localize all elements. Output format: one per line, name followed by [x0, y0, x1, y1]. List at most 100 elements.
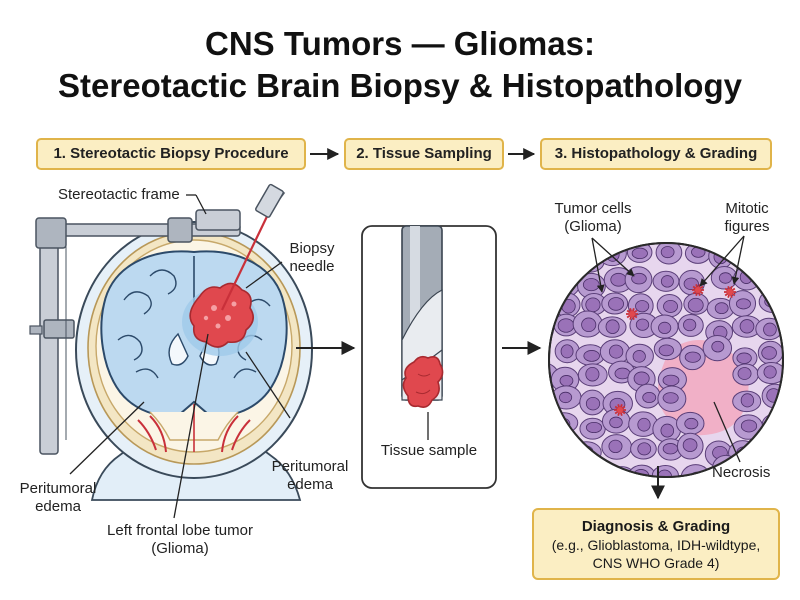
diagnosis-heading: Diagnosis & Grading: [581, 518, 731, 535]
cell-nucleus: [633, 371, 650, 386]
leader-lines-panel-3: [591, 235, 745, 463]
tumor-cell: [549, 243, 554, 264]
cell-nucleus: [605, 319, 620, 335]
cell-nucleus: [740, 419, 758, 433]
cell-nucleus: [532, 274, 548, 287]
label-tissue-sample: Tissue sample: [380, 442, 478, 459]
cell-nucleus: [763, 322, 777, 337]
label-tumor-cells: Tumor cells(Glioma): [554, 200, 632, 235]
mitotic-figure: [692, 284, 704, 296]
page-title-line-1: CNS Tumors — Gliomas:: [205, 25, 595, 62]
cell-nucleus: [762, 247, 778, 262]
cell-nucleus: [765, 275, 780, 287]
tissue-sample-core: [402, 355, 444, 408]
cell-nucleus: [637, 442, 652, 456]
tumor-cell: [735, 246, 763, 270]
cell-nucleus: [531, 245, 546, 258]
page-title-line-2: Stereotactic Brain Biopsy & Histopatholo…: [58, 67, 742, 104]
diagnosis-grading-box: Diagnosis & Grading (e.g., Glioblastoma,…: [532, 508, 780, 580]
cell-nucleus: [635, 318, 650, 331]
tumor-cell: [550, 456, 580, 477]
tumor-mass: [189, 282, 254, 348]
cell-nucleus: [658, 344, 674, 357]
cell-nucleus: [577, 445, 594, 457]
step-3-label: 3. Histopathology & Grading: [540, 138, 772, 170]
cell-nucleus: [660, 275, 674, 288]
label-left-frontal-tumor: Left frontal lobe tumor(Glioma): [107, 522, 253, 557]
biopsy-needle: [221, 183, 286, 311]
cell-nucleus: [662, 374, 680, 386]
cell-nucleus: [631, 247, 648, 260]
tumor-cell: [549, 440, 551, 464]
cell-nucleus: [682, 438, 698, 453]
cell-nucleus: [557, 318, 575, 333]
cell-nucleus: [585, 366, 600, 382]
cell-nucleus: [583, 350, 600, 362]
cell-nucleus: [741, 253, 755, 266]
tumor-cell: [755, 441, 783, 465]
tumor-cell: [549, 341, 550, 364]
cell-nucleus: [608, 297, 625, 311]
cell-nucleus: [585, 396, 601, 411]
mitotic-figure: [626, 308, 638, 320]
tumor-cell: [549, 388, 551, 414]
cell-nucleus: [631, 272, 647, 285]
cell-nucleus: [663, 299, 678, 313]
cell-nucleus: [662, 392, 679, 404]
cell-nucleus: [585, 421, 603, 434]
cell-nucleus: [740, 393, 755, 408]
tumor-cell: [550, 433, 579, 458]
tumor-cell: [549, 413, 555, 437]
cell-nucleus: [533, 419, 545, 430]
cell-nucleus: [736, 352, 752, 364]
cell-nucleus: [581, 255, 598, 268]
cell-nucleus: [578, 466, 595, 477]
cell-nucleus: [581, 317, 597, 333]
cell-nucleus: [684, 351, 701, 363]
label-stereotactic-frame: Stereotactic frame: [58, 186, 180, 203]
cell-nucleus: [761, 346, 777, 360]
cell-nucleus: [660, 423, 675, 438]
tumor-cell: [573, 462, 600, 477]
tumor-cell: [757, 270, 783, 293]
tumor-cell: [550, 249, 576, 274]
cell-nucleus: [531, 396, 545, 408]
cell-nucleus: [683, 318, 697, 332]
stereotactic-frame: [29, 209, 241, 455]
cell-nucleus: [739, 319, 755, 334]
cell-nucleus: [529, 301, 542, 312]
cell-nucleus: [556, 439, 573, 455]
cell-nucleus: [549, 460, 551, 474]
cell-nucleus: [608, 439, 623, 454]
cell-nucleus: [637, 417, 651, 432]
cell-nucleus: [660, 227, 674, 238]
leader-lines-panel-1: [69, 194, 291, 519]
cell-nucleus: [533, 227, 545, 241]
cell-nucleus: [763, 365, 777, 379]
tumor-cell: [761, 413, 783, 436]
cell-nucleus: [612, 471, 629, 477]
mitotic-figure: [614, 404, 626, 416]
brainstem-vessels: [137, 404, 251, 453]
cell-nucleus: [610, 272, 627, 287]
tumor-cell: [549, 319, 554, 342]
cell-nucleus: [635, 300, 650, 313]
cell-nucleus: [711, 340, 725, 353]
cell-nucleus: [718, 272, 733, 284]
diagnosis-line-1: (e.g., Glioblastoma, IDH-wildtype,: [551, 537, 761, 553]
cell-nucleus: [688, 226, 702, 236]
cell-nucleus: [658, 321, 672, 335]
cell-nucleus: [760, 445, 776, 460]
cell-nucleus: [556, 254, 570, 269]
tumor-cell: [549, 455, 558, 477]
cell-nucleus: [662, 443, 679, 455]
tumor-cell: [549, 267, 553, 294]
mitotic-figure: [724, 286, 736, 298]
necrosis-zone: [657, 340, 749, 436]
cell-nucleus: [585, 297, 601, 313]
label-necrosis: Necrosis: [712, 464, 771, 481]
cell-nucleus: [559, 375, 574, 387]
cell-nucleus: [739, 270, 753, 284]
